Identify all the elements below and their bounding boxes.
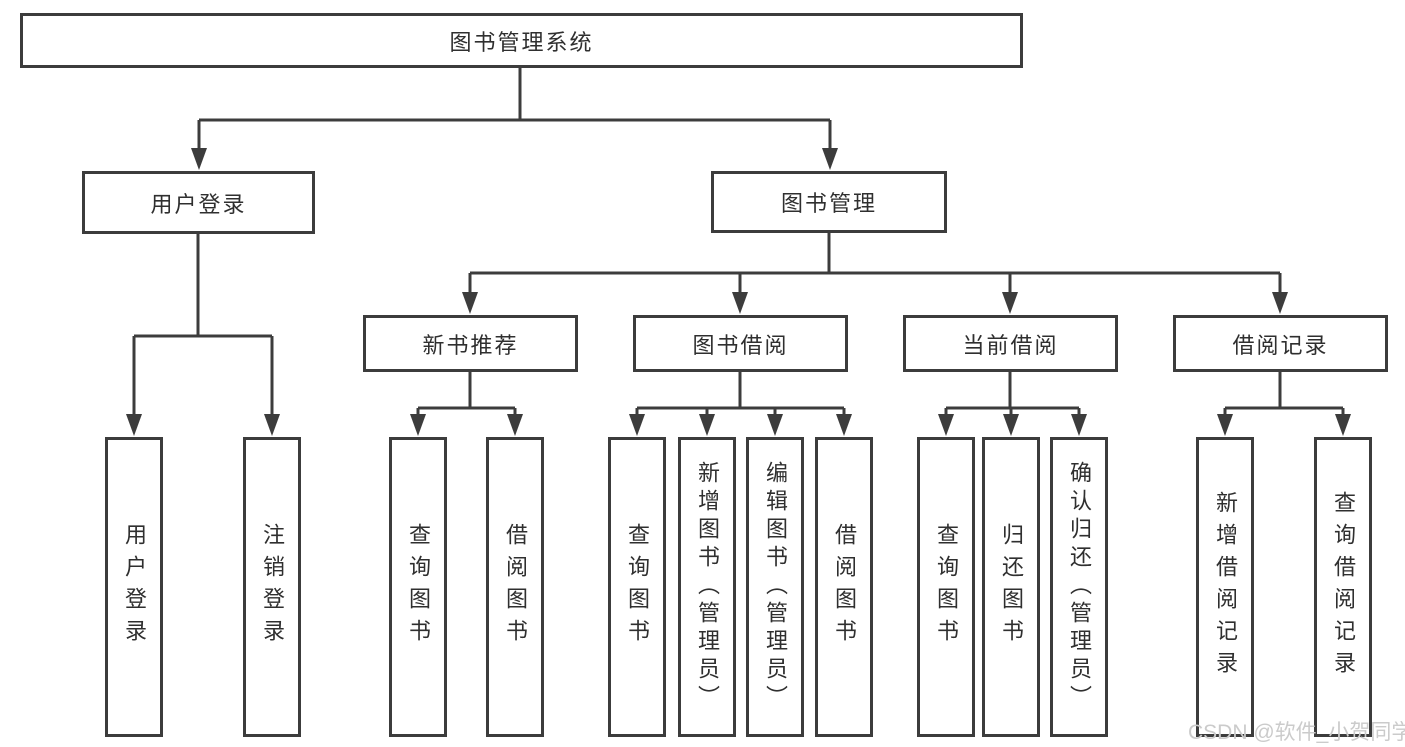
arrow-down-icon <box>410 414 426 436</box>
node-user-login: 用户登录 <box>82 171 315 234</box>
node-book-management: 图书管理 <box>711 171 947 233</box>
leaf-label: 查询图书 <box>934 523 959 651</box>
node-book-borrow-label: 图书借阅 <box>692 332 789 358</box>
leaf-label: 注销登录 <box>260 523 285 651</box>
arrow-down-icon <box>836 414 852 436</box>
leaf-label: 查询图书 <box>406 523 431 651</box>
node-root-label: 图书管理系统 <box>449 29 594 55</box>
node-book-management-label: 图书管理 <box>780 191 877 216</box>
leaf-user-login: 用户登录 <box>105 437 163 737</box>
arrow-down-icon <box>191 148 207 170</box>
arrow-down-icon <box>629 414 645 436</box>
leaf-label: 新增借阅记录 <box>1213 491 1238 683</box>
arrow-down-icon <box>822 148 838 170</box>
leaf-query-book-2: 查询图书 <box>608 437 666 737</box>
leaf-confirm-return-admin: 确认归还（管理员） <box>1050 437 1108 737</box>
leaf-label: 查询借阅记录 <box>1331 491 1356 683</box>
leaf-label: 借阅图书 <box>503 523 528 651</box>
leaf-label: 新增图书（管理员） <box>695 461 720 713</box>
arrow-down-icon <box>699 414 715 436</box>
leaf-add-borrow-record: 新增借阅记录 <box>1196 437 1254 737</box>
leaf-logout: 注销登录 <box>243 437 301 737</box>
arrow-down-icon <box>1003 414 1019 436</box>
leaf-label: 用户登录 <box>122 523 147 651</box>
leaf-query-book-3: 查询图书 <box>917 437 975 737</box>
node-user-login-label: 用户登录 <box>150 191 247 217</box>
node-current-borrow: 当前借阅 <box>903 315 1118 372</box>
arrow-down-icon <box>1002 292 1018 314</box>
arrow-down-icon <box>1335 414 1351 436</box>
arrow-down-icon <box>767 414 783 436</box>
leaf-label: 借阅图书 <box>832 523 857 651</box>
arrow-down-icon <box>938 414 954 436</box>
node-new-book-recommend: 新书推荐 <box>363 315 578 372</box>
leaf-query-borrow-record: 查询借阅记录 <box>1314 437 1372 737</box>
node-current-borrow-label: 当前借阅 <box>962 332 1059 358</box>
arrow-down-icon <box>732 292 748 314</box>
leaf-return-book: 归还图书 <box>982 437 1040 737</box>
leaf-label: 编辑图书（管理员） <box>763 461 788 713</box>
leaf-label: 归还图书 <box>999 523 1024 651</box>
node-new-book-recommend-label: 新书推荐 <box>422 332 519 358</box>
arrow-down-icon <box>507 414 523 436</box>
csdn-watermark: CSDN @软件_小贺同学 <box>1188 721 1405 744</box>
leaf-label: 查询图书 <box>625 523 650 651</box>
arrow-down-icon <box>1272 292 1288 314</box>
leaf-add-book-admin: 新增图书（管理员） <box>678 437 736 737</box>
node-root: 图书管理系统 <box>20 13 1023 68</box>
leaf-label: 确认归还（管理员） <box>1067 461 1092 713</box>
node-book-borrow: 图书借阅 <box>633 315 848 372</box>
arrow-down-icon <box>462 292 478 314</box>
arrow-down-icon <box>126 414 142 436</box>
leaf-borrow-book-2: 借阅图书 <box>815 437 873 737</box>
leaf-query-book-1: 查询图书 <box>389 437 447 737</box>
node-borrow-record: 借阅记录 <box>1173 315 1388 372</box>
arrow-down-icon <box>264 414 280 436</box>
arrow-down-icon <box>1217 414 1233 436</box>
node-borrow-record-label: 借阅记录 <box>1232 332 1329 358</box>
leaf-borrow-book-1: 借阅图书 <box>486 437 544 737</box>
arrow-down-icon <box>1071 414 1087 436</box>
leaf-edit-book-admin: 编辑图书（管理员） <box>746 437 804 737</box>
